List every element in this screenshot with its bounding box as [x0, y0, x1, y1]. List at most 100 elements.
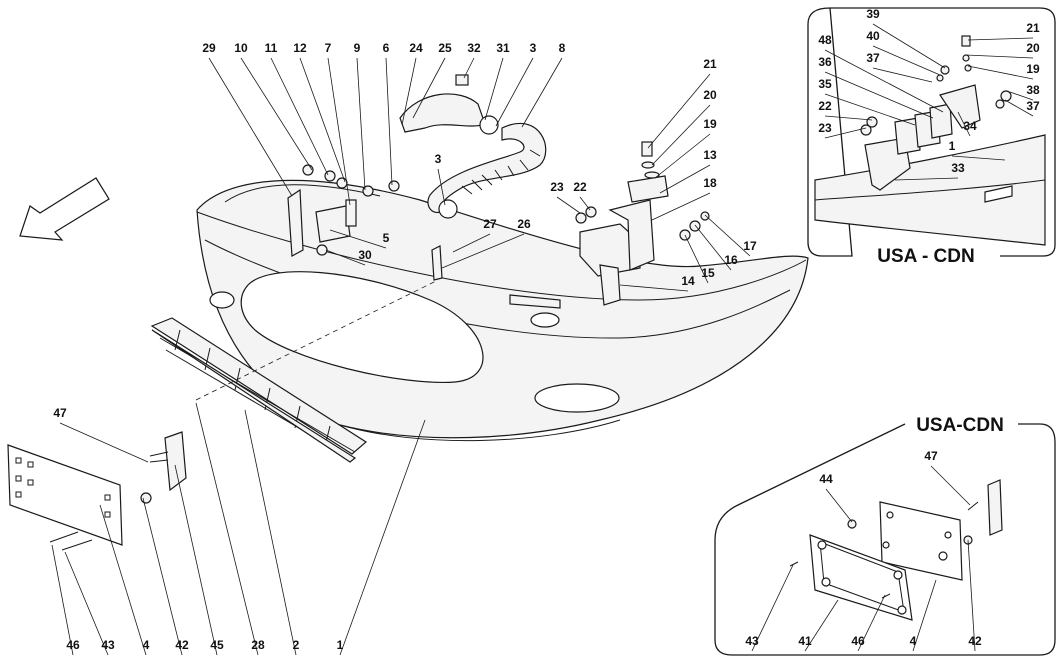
callout-label: 20: [1026, 41, 1040, 55]
callout-leader-line: [240, 57, 313, 171]
callout-leader-line: [412, 57, 446, 119]
callout-main-19: 20: [651, 88, 717, 166]
callout-label: 23: [818, 121, 832, 135]
callout-main-26: 16: [694, 224, 738, 271]
callout-leader-line: [651, 104, 711, 166]
inset-top-title: USA - CDN: [877, 246, 974, 267]
callout-label: 25: [438, 41, 452, 55]
callout-inset_top-3: 48: [818, 33, 944, 113]
callout-main-11: 3: [495, 41, 537, 127]
callout-leader-line: [912, 579, 937, 652]
callout-leader-line: [619, 284, 689, 292]
callout-main-36: 2: [244, 409, 300, 656]
callout-main-25: 17: [704, 214, 757, 257]
callout-main-27: 15: [684, 234, 715, 284]
callout-main-1: 10: [234, 41, 313, 171]
callout-main-13: 3: [435, 152, 446, 206]
callout-leader-line: [804, 599, 839, 652]
callout-label: 22: [573, 180, 587, 194]
callout-main-2: 11: [265, 41, 329, 176]
callout-label: 12: [293, 41, 307, 55]
callout-label: 7: [325, 41, 332, 55]
callout-label: 20: [703, 88, 717, 102]
callout-label: 36: [818, 55, 832, 69]
callout-label: 11: [265, 41, 278, 55]
callout-leader-line: [967, 37, 1034, 41]
callout-label: 43: [745, 634, 759, 648]
callout-inset_bottom-5: 4: [910, 579, 937, 652]
callout-main-16: 27: [452, 217, 497, 253]
callout-label: 47: [924, 449, 938, 463]
callout-label: 4: [910, 634, 917, 648]
callout-leader-line: [401, 57, 417, 126]
callout-label: 19: [1026, 62, 1040, 76]
callout-label: 46: [66, 638, 80, 652]
callout-inset_top-1: 40: [866, 29, 941, 76]
callout-leader-line: [704, 214, 751, 257]
callout-label: 24: [409, 41, 423, 55]
callout-label: 5: [383, 231, 390, 245]
front-bumper: [196, 179, 809, 442]
front-direction-arrow: [19, 177, 110, 241]
callout-main-6: 6: [383, 41, 393, 186]
callout-leader-line: [356, 57, 366, 191]
callout-main-17: 26: [441, 217, 531, 269]
callout-leader-line: [325, 249, 366, 266]
callout-leader-line: [751, 564, 794, 652]
callout-main-29: 47: [53, 406, 149, 463]
callout-inset_top-2: 37: [866, 51, 933, 83]
callout-main-21: 13: [659, 148, 717, 194]
callout-label: 46: [851, 634, 865, 648]
callout-label: 34: [963, 119, 977, 133]
callout-leader-line: [824, 49, 944, 113]
callout-main-31: 43: [64, 551, 115, 656]
callout-inset_top-0: 39: [866, 7, 946, 69]
callout-leader-line: [556, 196, 581, 214]
callout-main-24: 22: [573, 180, 591, 211]
callout-leader-line: [654, 133, 711, 179]
callout-main-30: 46: [51, 544, 80, 656]
callout-inset_top-4: 36: [818, 55, 934, 119]
callout-label: 21: [1026, 21, 1040, 35]
callout-leader-line: [51, 544, 74, 656]
callout-inset_top-15: 33: [894, 161, 965, 181]
callout-label: 2: [293, 638, 300, 652]
callout-leader-line: [99, 504, 147, 656]
callout-leader-line: [651, 192, 711, 221]
callout-leader-line: [437, 168, 446, 206]
callout-main-35: 28: [195, 402, 265, 656]
callout-label: 4: [143, 638, 150, 652]
callout-label: 39: [866, 7, 880, 21]
callout-label: 44: [819, 472, 833, 486]
callout-leader-line: [385, 57, 393, 186]
callout-label: 21: [703, 57, 717, 71]
callout-label: 42: [968, 634, 982, 648]
callout-label: 3: [435, 152, 442, 166]
callout-label: 13: [703, 148, 717, 162]
callout-inset_top-10: 19: [967, 62, 1040, 80]
callout-main-15: 30: [325, 248, 372, 266]
callout-label: 23: [550, 180, 564, 194]
usa-cdn-top-inset: USA - CDN: [807, 7, 1056, 267]
callout-leader-line: [1004, 99, 1034, 117]
callout-inset_top-11: 38: [1009, 83, 1040, 101]
callout-leader-line: [452, 233, 491, 253]
callout-leader-line: [957, 111, 971, 137]
callout-leader-line: [64, 551, 109, 656]
callout-label: 38: [1026, 83, 1040, 97]
callout-leader-line: [270, 57, 329, 176]
callout-leader-line: [208, 57, 293, 197]
callout-leader-line: [329, 229, 387, 249]
callout-label: 29: [202, 41, 216, 55]
callout-label: 35: [818, 77, 832, 91]
callout-label: 37: [1026, 99, 1040, 113]
callout-leader-line: [647, 73, 711, 149]
callout-inset_top-14: 1: [949, 139, 1006, 161]
callout-leader-line: [579, 196, 591, 211]
inset-bottom-title: USA-CDN: [916, 415, 1004, 436]
callout-inset_bottom-2: 43: [745, 564, 794, 652]
callout-label: 17: [743, 239, 757, 253]
callout-label: 6: [383, 41, 390, 55]
callout-leader-line: [495, 57, 534, 127]
callout-label: 14: [681, 274, 695, 288]
